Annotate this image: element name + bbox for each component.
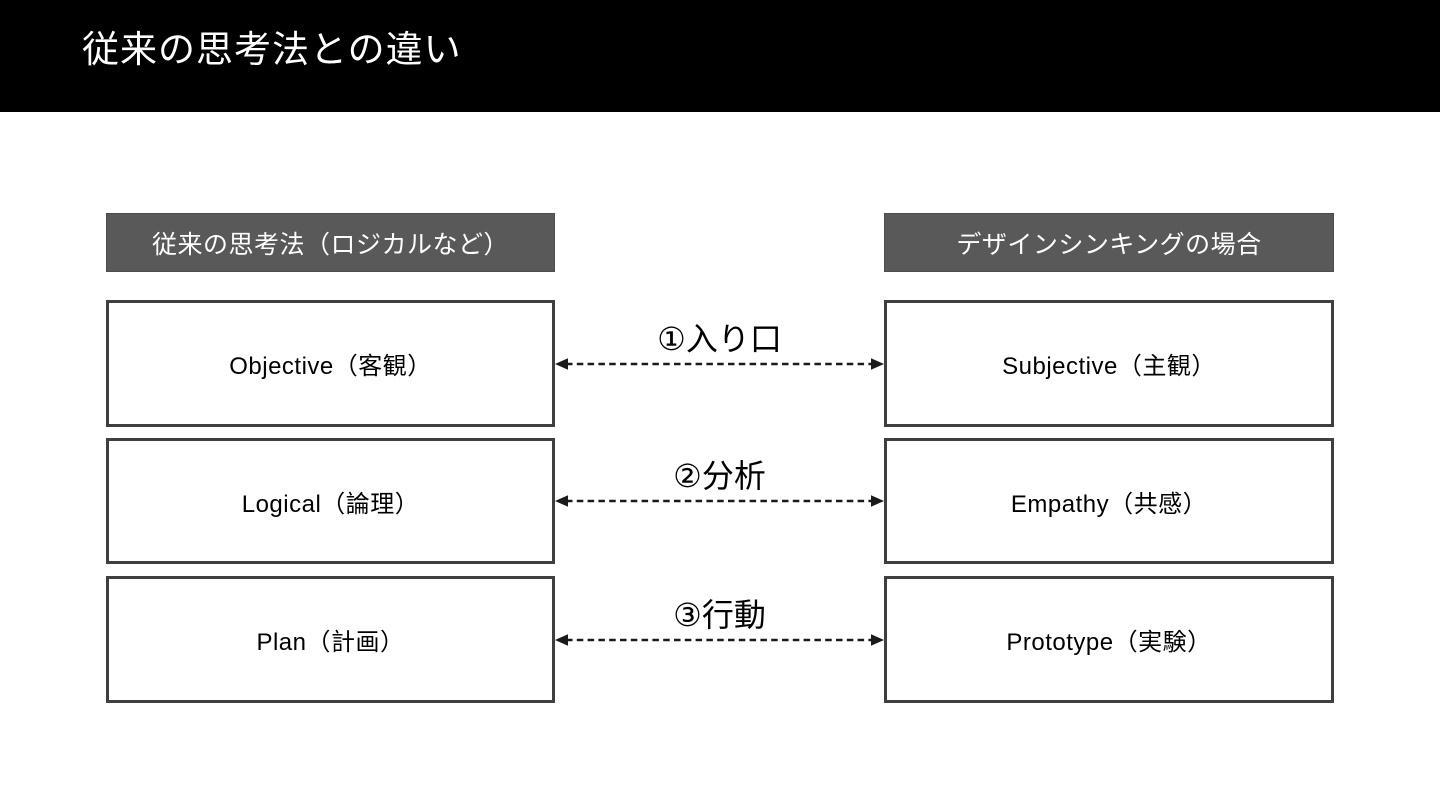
connector-analysis: ②分析 xyxy=(555,438,884,564)
box-prototype-label: Prototype（実験） xyxy=(1006,629,1212,656)
left-column-header: 従来の思考法（ロジカルなど） xyxy=(106,213,555,272)
box-objective: Objective（客観） xyxy=(106,300,555,427)
box-empathy-label: Empathy（共感） xyxy=(1010,490,1208,518)
box-logical-label: Logical（論理） xyxy=(241,490,420,518)
connector-action-label: ③行動 xyxy=(673,596,766,633)
connector-entrance-label: ①入り口 xyxy=(657,320,782,357)
title-bar: 従来の思考法との違い xyxy=(0,0,1440,112)
double-arrow-icon xyxy=(555,357,884,370)
double-arrow-icon xyxy=(555,495,884,507)
left-column-header-label: 従来の思考法（ロジカルなど） xyxy=(151,230,509,259)
connector-analysis-label: ②分析 xyxy=(673,458,766,494)
box-empathy: Empathy（共感） xyxy=(884,438,1334,564)
box-logical: Logical（論理） xyxy=(106,438,555,564)
right-column-header: デザインシンキングの場合 xyxy=(884,213,1334,272)
slide-title: 従来の思考法との違い xyxy=(82,29,462,70)
right-column-header-label: デザインシンキングの場合 xyxy=(956,230,1262,259)
double-arrow-icon xyxy=(555,633,884,646)
box-subjective-label: Subjective（主観） xyxy=(1002,353,1216,380)
connector-entrance: ①入り口 xyxy=(555,300,884,427)
connector-action: ③行動 xyxy=(555,576,884,703)
box-plan: Plan（計画） xyxy=(106,576,555,703)
box-plan-label: Plan（計画） xyxy=(256,629,405,656)
box-objective-label: Objective（客観） xyxy=(229,353,432,380)
box-prototype: Prototype（実験） xyxy=(884,576,1334,703)
box-subjective: Subjective（主観） xyxy=(884,300,1334,427)
